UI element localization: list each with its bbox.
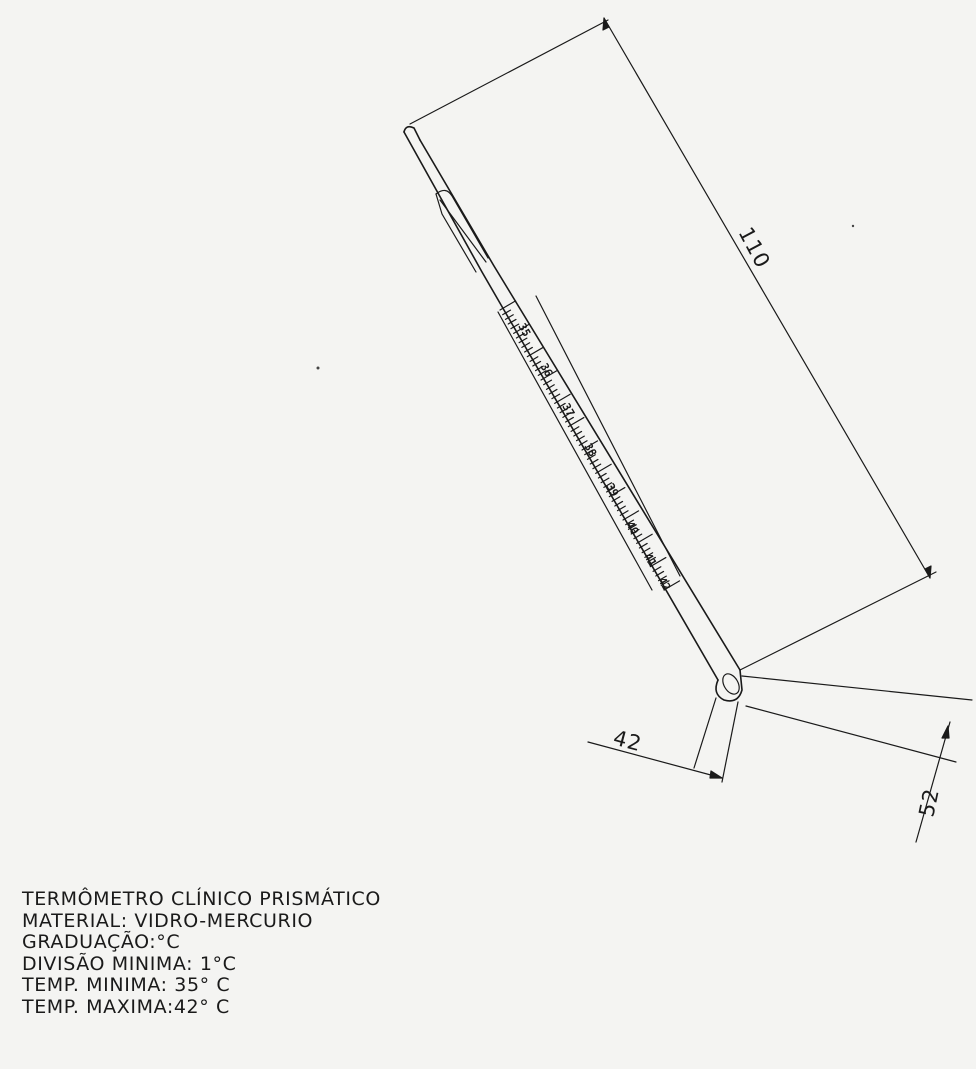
scale-tick-minor	[551, 393, 561, 400]
scale-tick-minor	[534, 365, 544, 372]
spec-title: TERMÔMETRO CLÍNICO PRISMÁTICO	[22, 888, 381, 910]
scale-labels: 35 36 37 38 39 40 41 42	[515, 321, 673, 593]
thermometer-scale: 35 36 37 38 39 40 41 42	[497, 295, 681, 593]
scale-tick-minor	[518, 337, 528, 344]
scale-tick-minor	[570, 426, 580, 432]
dimension-height: 52	[741, 675, 973, 843]
scale-tick-minor	[564, 416, 574, 423]
scale-ticks	[499, 300, 681, 591]
scale-tick-major	[663, 580, 681, 591]
scale-tick-minor	[521, 342, 531, 348]
scale-tick-minor	[641, 547, 651, 554]
scale-tick-minor	[559, 407, 569, 414]
scale-tick-major	[567, 416, 585, 428]
scale-tick-minor	[589, 458, 599, 465]
scale-tick-major	[595, 463, 612, 474]
scale-tick-major	[608, 486, 626, 498]
scale-tick-minor	[605, 486, 615, 493]
scale-tick-minor	[600, 477, 610, 484]
scale-tick-major	[581, 440, 599, 451]
scale-tick-minor	[573, 430, 583, 437]
scale-tick-minor	[633, 533, 643, 540]
spec-graduation: GRADUAÇÃO:°C	[22, 931, 181, 953]
scale-label: 40	[623, 519, 641, 537]
scale-tick-minor	[548, 388, 558, 395]
thermometer-body	[403, 125, 743, 702]
scale-label: 36	[537, 361, 555, 379]
scale-tick-major	[513, 323, 530, 334]
scale-tick-minor	[562, 412, 572, 418]
scale-tick-major	[636, 533, 653, 544]
scale-tick-major	[649, 556, 667, 568]
scale-tick-minor	[578, 440, 588, 446]
scale-tick-minor	[597, 472, 607, 479]
scale-tick-minor	[619, 510, 629, 516]
spec-min-temp: TEMP. MINIMA: 35° C	[22, 974, 231, 996]
scale-label: 37	[559, 401, 577, 419]
scale-tick-major	[554, 393, 571, 404]
scale-tick-minor	[603, 482, 613, 488]
scale-tick-minor	[630, 528, 640, 535]
scale-tick-major	[499, 300, 517, 311]
dimension-width-label: 42	[611, 726, 645, 757]
scale-label: 39	[603, 481, 621, 499]
scale-tick-minor	[586, 454, 596, 460]
scale-tick-minor	[644, 552, 654, 558]
scale-tick-major	[540, 370, 558, 381]
scale-tick-minor	[584, 449, 594, 456]
scale-tick-minor	[532, 360, 542, 367]
scale-tick-minor	[515, 332, 525, 339]
scale-tick-minor	[652, 566, 662, 572]
scale-tick-minor	[502, 309, 512, 316]
scale-tick-minor	[660, 580, 670, 586]
scale-tick-minor	[504, 314, 514, 320]
dimension-length: 110	[409, 17, 937, 671]
scale-tick-minor	[543, 379, 553, 386]
scale-label: 41	[641, 551, 659, 569]
spec-max-temp: TEMP. MAXIMA:42° C	[22, 995, 230, 1018]
scale-tick-minor	[556, 402, 566, 409]
scale-label: 35	[515, 321, 533, 339]
scale-tick-minor	[537, 370, 547, 376]
scale-tick-minor	[655, 570, 665, 577]
scale-label: 38	[581, 441, 599, 459]
spec-min-division: DIVISÃO MINIMA: 1°C	[22, 952, 237, 975]
scale-tick-minor	[616, 505, 626, 512]
scale-tick-minor	[592, 463, 602, 470]
scale-tick-major	[526, 346, 544, 358]
scale-tick-minor	[638, 542, 648, 549]
scale-tick-major	[622, 510, 640, 521]
specification-block: TERMÔMETRO CLÍNICO PRISMÁTICO MATERIAL: …	[22, 888, 381, 1018]
scale-label: 42	[655, 575, 673, 593]
scale-tick-minor	[611, 496, 621, 502]
dimension-height-label: 52	[914, 786, 943, 819]
dimension-length-label: 110	[734, 223, 775, 272]
scale-tick-minor	[510, 323, 520, 330]
scale-tick-minor	[614, 500, 624, 507]
scale-tick-minor	[625, 519, 635, 526]
scale-tick-minor	[646, 556, 656, 563]
scale-tick-minor	[507, 318, 517, 325]
scale-tick-minor	[627, 524, 637, 530]
dimension-width: 42	[587, 726, 723, 779]
scale-tick-minor	[545, 384, 555, 390]
scale-tick-minor	[657, 575, 667, 582]
scale-tick-minor	[529, 356, 539, 362]
scale-tick-minor	[575, 435, 585, 442]
spec-material: MATERIAL: VIDRO-MERCURIO	[22, 909, 314, 932]
scale-tick-minor	[523, 346, 533, 353]
thermometer-stem-section	[693, 697, 739, 783]
